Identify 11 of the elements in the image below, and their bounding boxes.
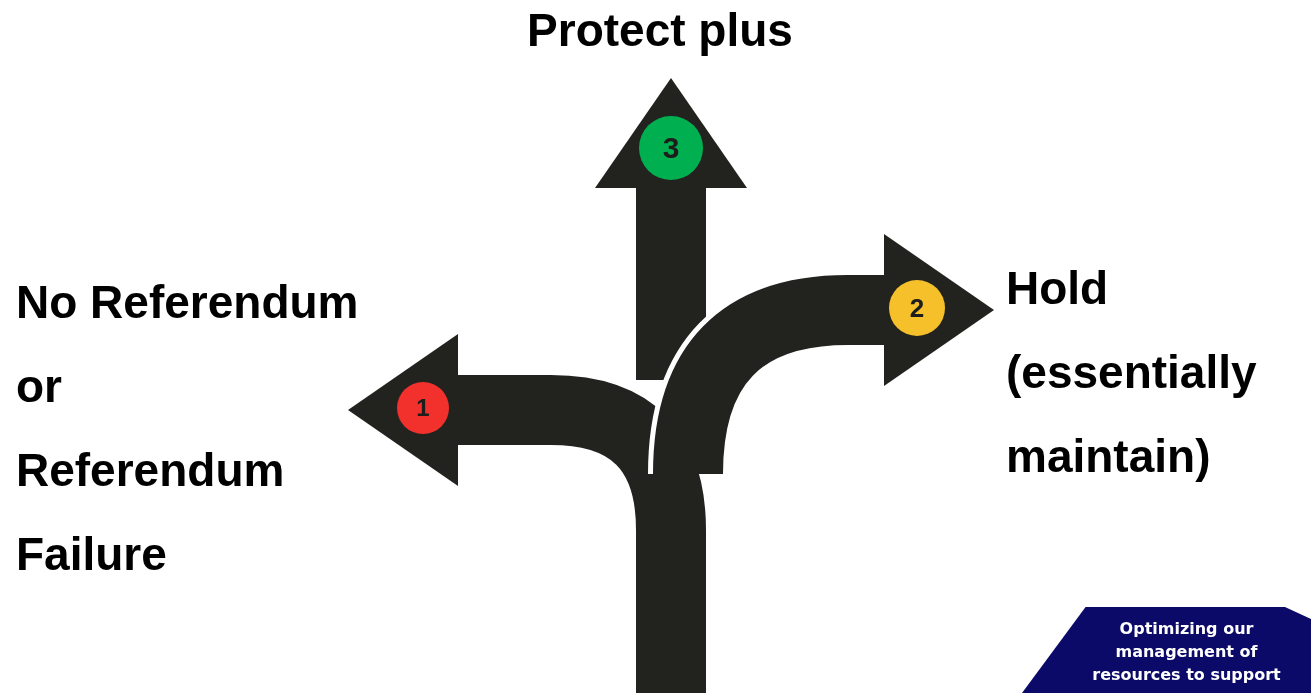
option-label: Protect plus	[527, 3, 793, 58]
arrow	[595, 78, 747, 380]
option-label: or	[16, 359, 62, 414]
banner-text: Optimizing our management of resources to support	[1091, 618, 1282, 686]
option-label: Hold (essentially maintain)	[1006, 261, 1258, 484]
arrow	[653, 234, 994, 476]
banner-panel	[1022, 607, 1311, 693]
arrow	[348, 334, 706, 693]
option-label: No Referendum	[16, 275, 359, 330]
option-label: Referendum	[16, 443, 285, 498]
option-label: Failure	[16, 527, 167, 582]
